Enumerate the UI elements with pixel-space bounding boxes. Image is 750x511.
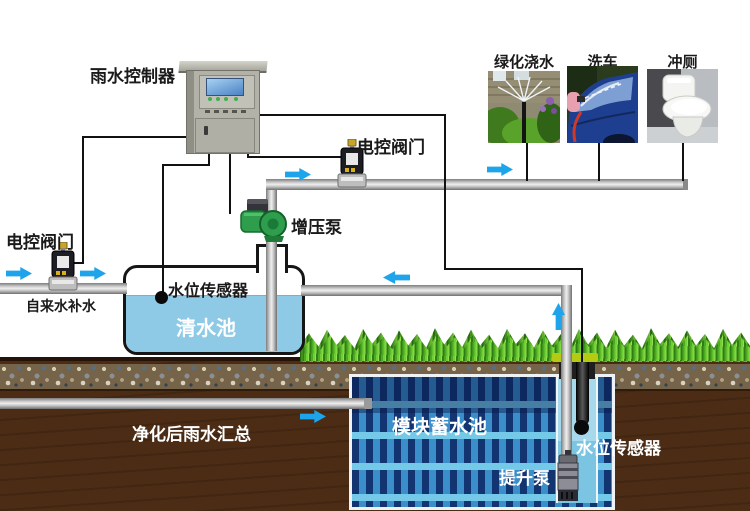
- cabinet-side-shade: [187, 71, 194, 153]
- water-level-sensor-dot-storage: [574, 420, 589, 435]
- booster-pump: [240, 199, 287, 242]
- tap-water-label: 自来水补水: [26, 299, 96, 315]
- wire-booster-pump: [229, 150, 231, 214]
- valve-right-label: 电控阀门: [357, 138, 425, 158]
- wire-valve-right-h: [247, 156, 343, 158]
- end-use-toilet-photo: [647, 69, 718, 143]
- electric-valve-right: [337, 139, 367, 188]
- electric-valve-left: [48, 242, 78, 291]
- pipe-lift-riser: [561, 285, 572, 458]
- controller-label: 雨水控制器: [90, 67, 175, 87]
- water-level-sensor-dot-clean: [155, 291, 168, 304]
- cabinet-button: [208, 97, 212, 101]
- cabinet-body: [186, 70, 260, 154]
- wire-valve-left-h: [82, 136, 188, 138]
- storage-tank-label: 模块蓄水池: [392, 416, 488, 438]
- cabinet-button: [216, 97, 220, 101]
- pipe-inflow-end-cap: [364, 398, 372, 409]
- storage-sensor-label: 水位传感器: [576, 439, 661, 459]
- wire-right-h1: [260, 114, 446, 116]
- lift-pump: [557, 450, 579, 501]
- wire-clean-sensor-drop: [208, 150, 210, 166]
- cabinet-label-strip: [205, 110, 247, 113]
- connector-toilet: [682, 143, 684, 181]
- end-use-irrigation-photo: [488, 71, 560, 143]
- inflow-label: 净化后雨水汇总: [132, 425, 251, 445]
- wire-clean-sensor-h: [162, 164, 210, 166]
- wire-right-v2: [581, 268, 583, 364]
- cabinet-door: [195, 118, 255, 153]
- pipe-return-horizontal: [301, 285, 572, 296]
- wire-valve-left-v: [82, 136, 84, 264]
- flow-arrow-tap-1: [6, 267, 32, 280]
- booster-pump-label: 增压泵: [291, 218, 342, 238]
- lift-pump-label: 提升泵: [499, 469, 550, 489]
- pipe-distribution-end-cap: [683, 179, 688, 190]
- flow-arrow-discharge-2: [487, 163, 513, 176]
- manhole-collar: [552, 353, 598, 362]
- pipe-booster-suction: [266, 183, 277, 351]
- wire-clean-sensor-v: [162, 164, 164, 294]
- clean-tank-label: 清水池: [176, 316, 236, 340]
- connector-irrigation: [526, 143, 528, 181]
- controller-cabinet: [178, 60, 269, 154]
- water-level-sensor-rod: [576, 362, 589, 424]
- connector-carwash: [598, 143, 600, 181]
- wire-right-h2: [444, 268, 583, 270]
- pipe-rainwater-inflow: [0, 398, 372, 409]
- valve-left-label: 电控阀门: [6, 233, 74, 253]
- wire-right-v1: [444, 114, 446, 270]
- flow-arrow-return-left: [383, 271, 410, 284]
- wire-valve-left-tail: [72, 262, 84, 264]
- end-use-carwash-photo: [567, 66, 638, 143]
- flow-arrow-tap-2: [80, 267, 106, 280]
- cabinet-door-handle: [204, 126, 208, 135]
- wire-valve-right-drop: [247, 150, 249, 158]
- cabinet-button: [224, 97, 228, 101]
- end-use-toilet-label: 冲厕: [667, 53, 698, 71]
- cabinet-lcd-screen: [206, 78, 244, 96]
- clean-sensor-label: 水位传感器: [168, 281, 249, 300]
- end-use-irrigation-label: 绿化浇水: [493, 53, 554, 71]
- cabinet-button: [234, 97, 238, 101]
- pipe-distribution: [266, 179, 687, 190]
